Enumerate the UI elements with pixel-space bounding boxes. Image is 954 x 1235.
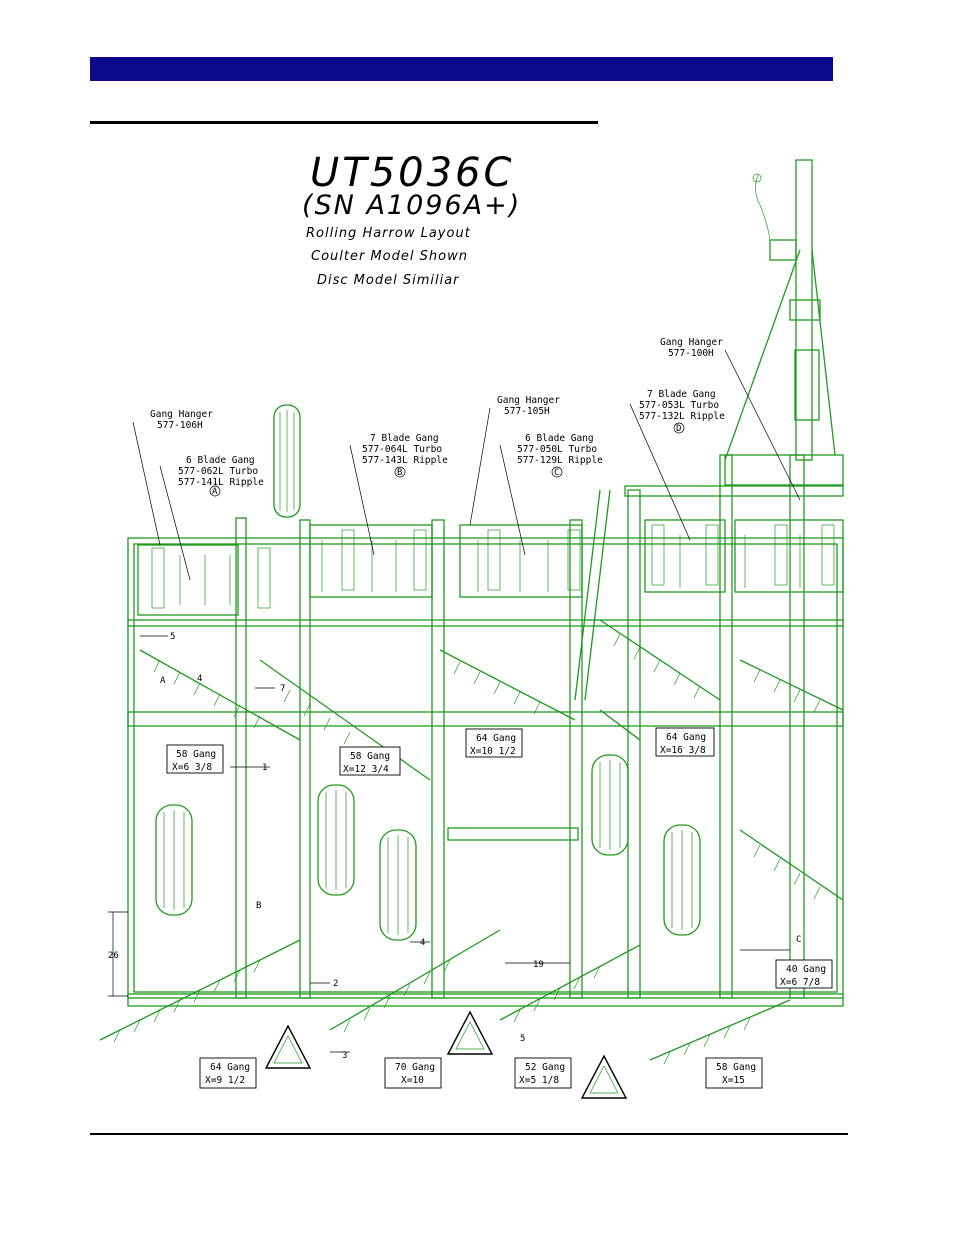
svg-text:X=15: X=15 xyxy=(722,1075,745,1086)
gang-box: 58 Gang X=12 3/4 xyxy=(339,746,401,776)
serial-number: (SN A1096A+) xyxy=(302,190,521,221)
svg-text:40 Gang: 40 Gang xyxy=(786,964,826,975)
svg-text:58 Gang: 58 Gang xyxy=(716,1062,756,1073)
footer-rule xyxy=(90,1133,848,1135)
svg-text:4: 4 xyxy=(420,938,425,948)
svg-text:X=10: X=10 xyxy=(401,1075,424,1086)
svg-text:7 Blade Gang: 7 Blade Gang xyxy=(647,389,716,400)
header-bar xyxy=(90,57,833,81)
gang-box: 70 Gang X=10 xyxy=(384,1057,442,1089)
tire-treads xyxy=(163,410,693,935)
svg-text:577-129L Ripple: 577-129L Ripple xyxy=(517,455,603,466)
svg-text:577-064L Turbo: 577-064L Turbo xyxy=(362,444,442,455)
svg-text:X=16 3/8: X=16 3/8 xyxy=(660,745,706,756)
gang-box: 64 Gang X=10 1/2 xyxy=(465,728,523,758)
svg-text:Gang Hanger: Gang Hanger xyxy=(497,395,560,406)
svg-text:64 Gang: 64 Gang xyxy=(476,733,516,744)
svg-text:577-053L Turbo: 577-053L Turbo xyxy=(639,400,719,411)
svg-text:577-050L Turbo: 577-050L Turbo xyxy=(517,444,597,455)
svg-text:6 Blade Gang: 6 Blade Gang xyxy=(525,433,594,444)
gang-box: 40 Gang X=6 7/8 xyxy=(775,959,833,989)
svg-text:2: 2 xyxy=(333,979,338,989)
svg-text:C: C xyxy=(554,468,559,478)
svg-text:70 Gang: 70 Gang xyxy=(395,1062,435,1073)
gang-box: 64 Gang X=16 3/8 xyxy=(655,727,715,757)
gang-box: 64 Gang X=9 1/2 xyxy=(199,1057,257,1089)
model-title: UT5036C xyxy=(310,150,514,196)
svg-text:4: 4 xyxy=(197,674,202,684)
tines xyxy=(113,633,821,1065)
svg-text:X=6 7/8: X=6 7/8 xyxy=(780,977,820,988)
svg-text:3: 3 xyxy=(342,1051,347,1061)
callout-gang-a: 6 Blade Gang 577-062L Turbo 577-141L Rip… xyxy=(159,455,264,581)
dimension-lines xyxy=(108,635,790,1053)
tires xyxy=(155,404,701,941)
svg-text:26: 26 xyxy=(108,951,119,961)
svg-text:A: A xyxy=(212,487,218,497)
section-rule xyxy=(90,121,598,124)
svg-text:577-141L Ripple: 577-141L Ripple xyxy=(178,477,264,488)
svg-text:B: B xyxy=(256,901,261,911)
gang-box: 52 Gang X=5 1/8 xyxy=(514,1057,572,1089)
callout-gang-b: 7 Blade Gang 577-064L Turbo 577-143L Rip… xyxy=(349,433,448,556)
callout-hanger-106h: Gang Hanger 577-106H xyxy=(132,409,213,546)
svg-text:5: 5 xyxy=(520,1034,525,1044)
svg-text:X=9 1/2: X=9 1/2 xyxy=(205,1075,245,1086)
callout-gang-d: 7 Blade Gang 577-053L Turbo 577-132L Rip… xyxy=(629,389,725,541)
caption-line-2: Coulter Model Shown xyxy=(311,249,468,264)
svg-text:X=5 1/8: X=5 1/8 xyxy=(519,1075,559,1086)
rear-gang-row xyxy=(137,519,844,616)
svg-text:6 Blade Gang: 6 Blade Gang xyxy=(186,455,255,466)
svg-text:5: 5 xyxy=(170,632,175,642)
svg-text:A: A xyxy=(160,676,166,686)
svg-text:64 Gang: 64 Gang xyxy=(666,732,706,743)
svg-text:19: 19 xyxy=(533,960,544,970)
svg-text:X=10 1/2: X=10 1/2 xyxy=(470,746,516,757)
svg-text:Gang Hanger: Gang Hanger xyxy=(150,409,213,420)
gang-box: 58 Gang X=6 3/8 xyxy=(166,744,224,774)
svg-text:C: C xyxy=(796,935,801,945)
callout-hanger-100h: Gang Hanger 577-100H xyxy=(660,337,801,501)
svg-text:577-106H: 577-106H xyxy=(157,420,203,431)
gang-box: 58 Gang X=15 xyxy=(705,1057,763,1089)
svg-text:X=12 3/4: X=12 3/4 xyxy=(343,764,389,775)
svg-text:577-132L Ripple: 577-132L Ripple xyxy=(639,411,725,422)
svg-text:D: D xyxy=(676,424,681,434)
svg-text:58 Gang: 58 Gang xyxy=(176,749,216,760)
svg-text:7 Blade Gang: 7 Blade Gang xyxy=(370,433,439,444)
svg-text:B: B xyxy=(397,468,402,478)
svg-text:58 Gang: 58 Gang xyxy=(350,751,390,762)
svg-text:Gang Hanger: Gang Hanger xyxy=(660,337,723,348)
warning-triangle-icon xyxy=(264,1010,628,1099)
svg-text:577-143L Ripple: 577-143L Ripple xyxy=(362,455,448,466)
svg-text:X=6 3/8: X=6 3/8 xyxy=(172,762,212,773)
caption-line-1: Rolling Harrow Layout xyxy=(306,226,471,241)
svg-text:64 Gang: 64 Gang xyxy=(210,1062,250,1073)
callout-gang-c: 6 Blade Gang 577-050L Turbo 577-129L Rip… xyxy=(499,433,603,556)
caption-line-3: Disc Model Similiar xyxy=(317,273,460,288)
svg-text:7: 7 xyxy=(280,684,285,694)
svg-text:577-062L Turbo: 577-062L Turbo xyxy=(178,466,258,477)
svg-text:52 Gang: 52 Gang xyxy=(525,1062,565,1073)
svg-text:577-100H: 577-100H xyxy=(668,348,714,359)
dimension-labels: 5 4 7 1 26 2 3 19 4 5 A B C xyxy=(108,632,801,1061)
svg-text:577-105H: 577-105H xyxy=(504,406,550,417)
callout-hanger-105h: Gang Hanger 577-105H xyxy=(469,395,560,526)
svg-text:1: 1 xyxy=(262,763,267,773)
frame xyxy=(127,159,844,1007)
